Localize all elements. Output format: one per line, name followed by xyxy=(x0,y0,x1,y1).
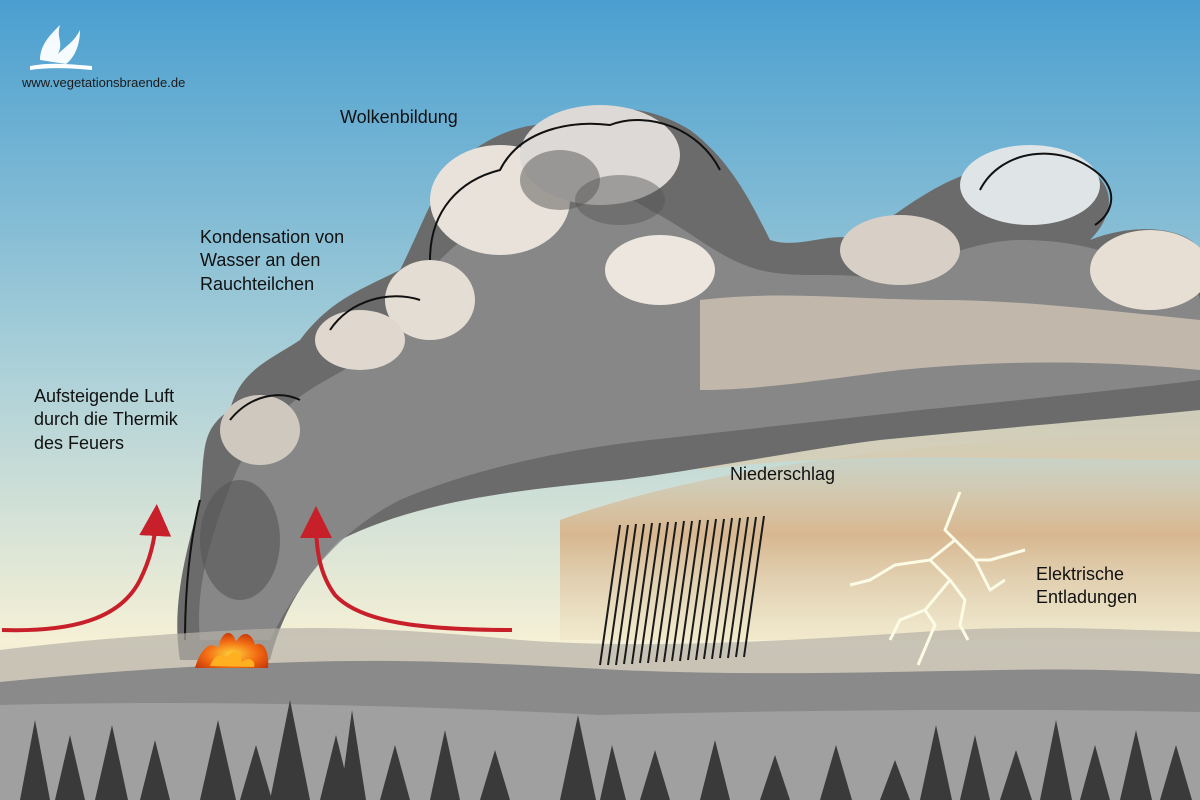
smoke-column xyxy=(177,105,1200,661)
forest-treeline xyxy=(20,700,1192,800)
rain-streaks xyxy=(599,515,765,666)
label-aufsteigende-luft: Aufsteigende Luft durch die Thermik des … xyxy=(34,386,178,453)
label-kondensation: Kondensation von Wasser an den Rauchteil… xyxy=(200,227,345,294)
haze-band xyxy=(560,430,1200,640)
rising-air-arrow-right xyxy=(300,506,513,632)
lightning-icon xyxy=(849,491,1026,666)
label-wolkenbildung: Wolkenbildung xyxy=(340,107,458,127)
rising-air-arrow-left xyxy=(1,504,172,633)
website-url[interactable]: www.vegetationsbraende.de xyxy=(22,75,186,90)
label-niederschlag: Niederschlag xyxy=(730,464,836,484)
label-elektrische-entladungen: Elektrische Entladungen xyxy=(1036,564,1138,608)
fire-icon xyxy=(195,632,269,668)
logo-flame-tree-icon xyxy=(30,25,92,70)
